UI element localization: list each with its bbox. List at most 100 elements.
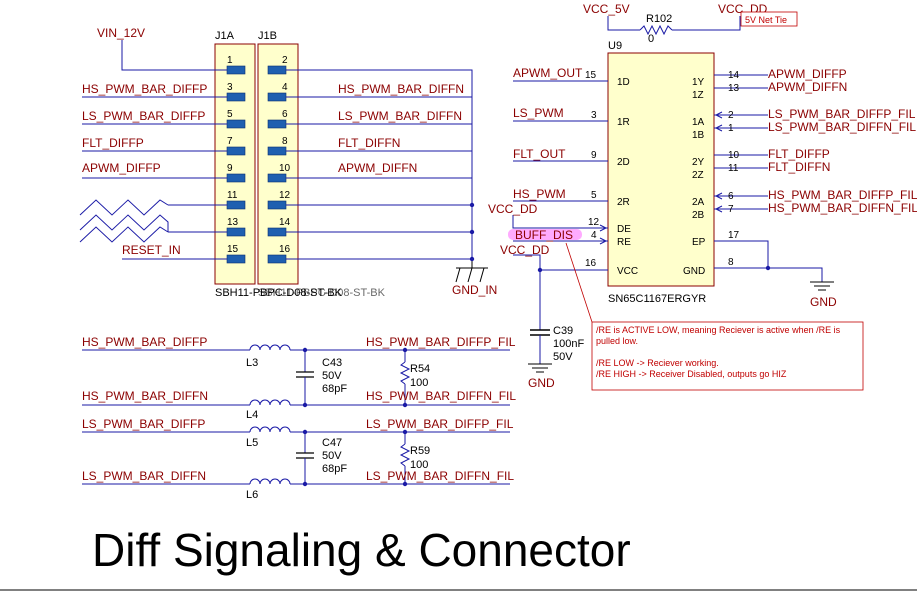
- net-label: HS_PWM_BAR_DIFFP: [82, 335, 207, 349]
- no-connect-zigzag: [79, 226, 169, 243]
- pin-number: 12: [588, 217, 600, 228]
- filter-ls: LS_PWM_BAR_DIFFP LS_PWM_BAR_DIFFN LS_PWM…: [82, 417, 514, 501]
- net-label: LS_PWM_BAR_DIFFN_FIL: [366, 469, 514, 483]
- pin-number: 16: [279, 244, 291, 255]
- net-tie-note: 5V Net Tie: [745, 15, 787, 25]
- pin-pad: [226, 254, 246, 264]
- gnd-in-label: GND_IN: [452, 283, 497, 297]
- pin-pad: [267, 173, 287, 183]
- net-label: APWM_DIFFP: [768, 67, 847, 81]
- connector-body-a: [214, 43, 256, 285]
- connector-ref-b: J1B: [258, 30, 277, 42]
- net-label: HS_PWM_BAR_DIFFN: [338, 82, 464, 96]
- pin-number: 6: [728, 191, 734, 202]
- cap-ref: C43: [322, 357, 342, 369]
- resistor-zigzag: [639, 24, 673, 36]
- net-label: VCC_5V: [583, 2, 630, 16]
- pin-pad: [226, 200, 246, 210]
- connector-right-labels: HS_PWM_BAR_DIFFN LS_PWM_BAR_DIFFN FLT_DI…: [338, 82, 464, 175]
- pin-name: 1D: [617, 77, 630, 88]
- pin-name: 2B: [692, 210, 705, 221]
- connector-part-label: SBH11-PBPC-D08-ST-BK: [215, 287, 343, 299]
- pin-pad: [267, 254, 287, 264]
- pin-number: 2: [282, 55, 288, 66]
- cap-voltage: 50V: [322, 450, 342, 462]
- net-label: FLT_DIFFP: [82, 136, 144, 150]
- resistor-ref: R102: [646, 13, 672, 25]
- connector-part-label-overlap: SBH11-PBPC-D08-ST-BK: [258, 287, 386, 299]
- resistor-value: 100: [410, 459, 428, 471]
- cap-value: 68pF: [322, 463, 347, 475]
- note-line: /RE HIGH -> Receiver Disabled, outputs g…: [596, 369, 787, 379]
- inductor-coil: [249, 344, 291, 351]
- pin-number: 9: [591, 150, 597, 161]
- net-label: RESET_IN: [122, 243, 181, 257]
- pin-name: 1Y: [692, 77, 705, 88]
- connector-body-b: [257, 43, 299, 285]
- pin-number: 13: [728, 83, 740, 94]
- pin-name: 2R: [617, 197, 630, 208]
- pin-number: 13: [227, 217, 239, 228]
- pin-pad: [226, 146, 246, 156]
- pin-number: 15: [227, 244, 239, 255]
- gnd-label: GND: [528, 376, 555, 390]
- cap-value: 100nF: [553, 338, 584, 350]
- connector-ref-a: J1A: [215, 30, 235, 42]
- cap-voltage: 50V: [322, 370, 342, 382]
- pin-number: 3: [227, 82, 233, 93]
- pin-number: 7: [227, 136, 233, 147]
- pin-number: 8: [728, 257, 734, 268]
- pin-name: DE: [617, 224, 631, 235]
- net-label: VIN_12V: [97, 26, 145, 40]
- resistor-value: 0: [648, 33, 654, 45]
- resistor-zigzag: [399, 361, 411, 385]
- ic-ref: U9: [608, 40, 622, 52]
- net-label: APWM_OUT: [513, 66, 583, 80]
- resistor-zigzag: [399, 443, 411, 467]
- pin-number: 16: [585, 258, 597, 269]
- inductor-coil: [249, 426, 291, 433]
- pin-name: 2Y: [692, 157, 705, 168]
- pin-pad: [267, 227, 287, 237]
- ic-part: SN65C1167ERGYR: [608, 293, 706, 305]
- net-label: FLT_DIFFN: [768, 160, 830, 174]
- pin-name: 2Z: [692, 170, 704, 181]
- connector-j1: J1A J1B SBH11-PBPC-D08-ST-BK SBH11-PBPC-…: [214, 30, 386, 299]
- inductor-ref: L6: [246, 489, 258, 501]
- net-label: LS_PWM_BAR_DIFFP_FIL: [366, 417, 514, 431]
- cap-ref: C39: [553, 325, 573, 337]
- net-label: HS_PWM_BAR_DIFFN_FIL: [768, 201, 917, 215]
- note-line: /RE LOW -> Reciever working.: [596, 358, 719, 368]
- pin-number: 4: [591, 230, 597, 241]
- pin-number: 9: [227, 163, 233, 174]
- pin-number: 10: [279, 163, 291, 174]
- pin-number: 15: [585, 70, 597, 81]
- capacitor-c39: C39 100nF 50V GND: [528, 325, 584, 390]
- pin-pad: [226, 119, 246, 129]
- pin-number: 12: [279, 190, 291, 201]
- note-line: pulled low.: [596, 336, 638, 346]
- net-label: VCC_DD: [500, 243, 550, 257]
- resistor-value: 100: [410, 377, 428, 389]
- connector-left-wires: [79, 40, 227, 260]
- highlight-marker: [508, 229, 582, 240]
- pin-number: 2: [728, 110, 734, 121]
- pin-name: EP: [692, 237, 706, 248]
- net-label: HS_PWM_BAR_DIFFN_FIL: [366, 389, 516, 403]
- pin-number: 10: [728, 150, 740, 161]
- pin-number: 5: [227, 109, 233, 120]
- net-tie-note-box: [740, 11, 798, 27]
- pin-name: GND: [683, 266, 705, 277]
- pin-number: 8: [282, 136, 288, 147]
- pin-number: 7: [728, 204, 734, 215]
- re-note: /RE is ACTIVE LOW, meaning Reciever is a…: [565, 242, 864, 391]
- pin-pad: [267, 146, 287, 156]
- pin-name: VCC: [617, 266, 638, 277]
- net-label: LS_PWM_BAR_DIFFN: [338, 109, 462, 123]
- connector-right-wires: [286, 69, 488, 283]
- pin-pad: [226, 173, 246, 183]
- cap-value: 68pF: [322, 383, 347, 395]
- gnd-label: GND: [810, 295, 837, 309]
- net-label: LS_PWM_BAR_DIFFN: [82, 469, 206, 483]
